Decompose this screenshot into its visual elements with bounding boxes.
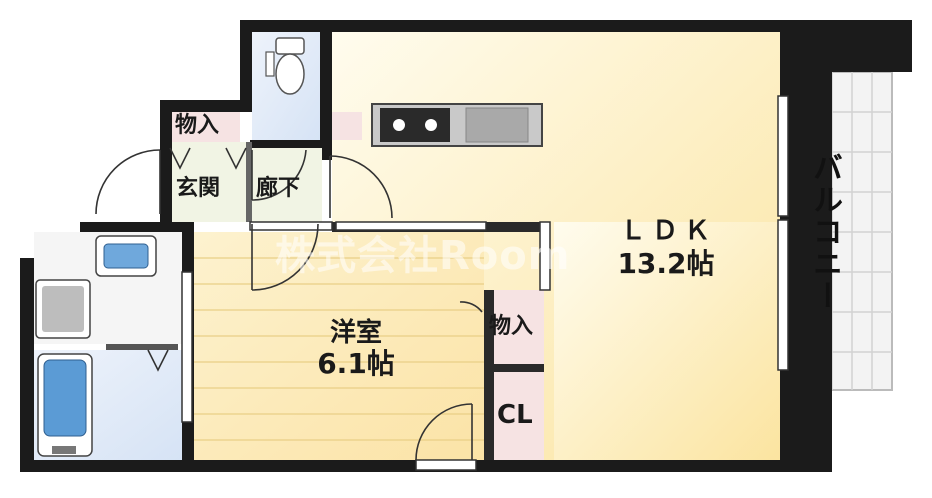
windows bbox=[181, 95, 789, 471]
small-storage bbox=[332, 112, 362, 140]
closet-label: CL bbox=[497, 400, 533, 430]
doors bbox=[95, 147, 483, 461]
western-room-label: 洋室 bbox=[329, 318, 383, 348]
entrance-label: 玄関 bbox=[176, 176, 221, 201]
balcony-label: バルコニー bbox=[807, 152, 842, 312]
western-room-size: 6.1帖 bbox=[317, 347, 395, 380]
bath-door-frame bbox=[106, 344, 178, 350]
closet bbox=[494, 372, 544, 460]
watermark-text: 株式会社Room bbox=[275, 233, 571, 279]
top-storage bbox=[172, 112, 240, 142]
bathtub-icon bbox=[37, 353, 93, 457]
hallway-floor bbox=[250, 148, 322, 222]
mid-storage-label: 物入 bbox=[489, 314, 534, 339]
entrance-floor bbox=[172, 142, 250, 222]
western-room-flooring-lines bbox=[194, 257, 484, 441]
kitchen-counter bbox=[371, 103, 543, 147]
washbasin-icon bbox=[95, 235, 157, 277]
hallway-label: 廊下 bbox=[256, 176, 301, 201]
ldk-size: 13.2帖 bbox=[617, 247, 715, 280]
mid-storage bbox=[494, 290, 544, 364]
toilet-icon bbox=[265, 37, 305, 95]
washing-machine-icon bbox=[35, 279, 91, 339]
entrance-divider bbox=[246, 142, 252, 222]
ldk-floor-lower bbox=[554, 222, 780, 460]
top-storage-label: 物入 bbox=[175, 113, 220, 138]
ldk-label: ＬＤＫ bbox=[619, 216, 717, 246]
western-room-floor bbox=[194, 232, 484, 460]
